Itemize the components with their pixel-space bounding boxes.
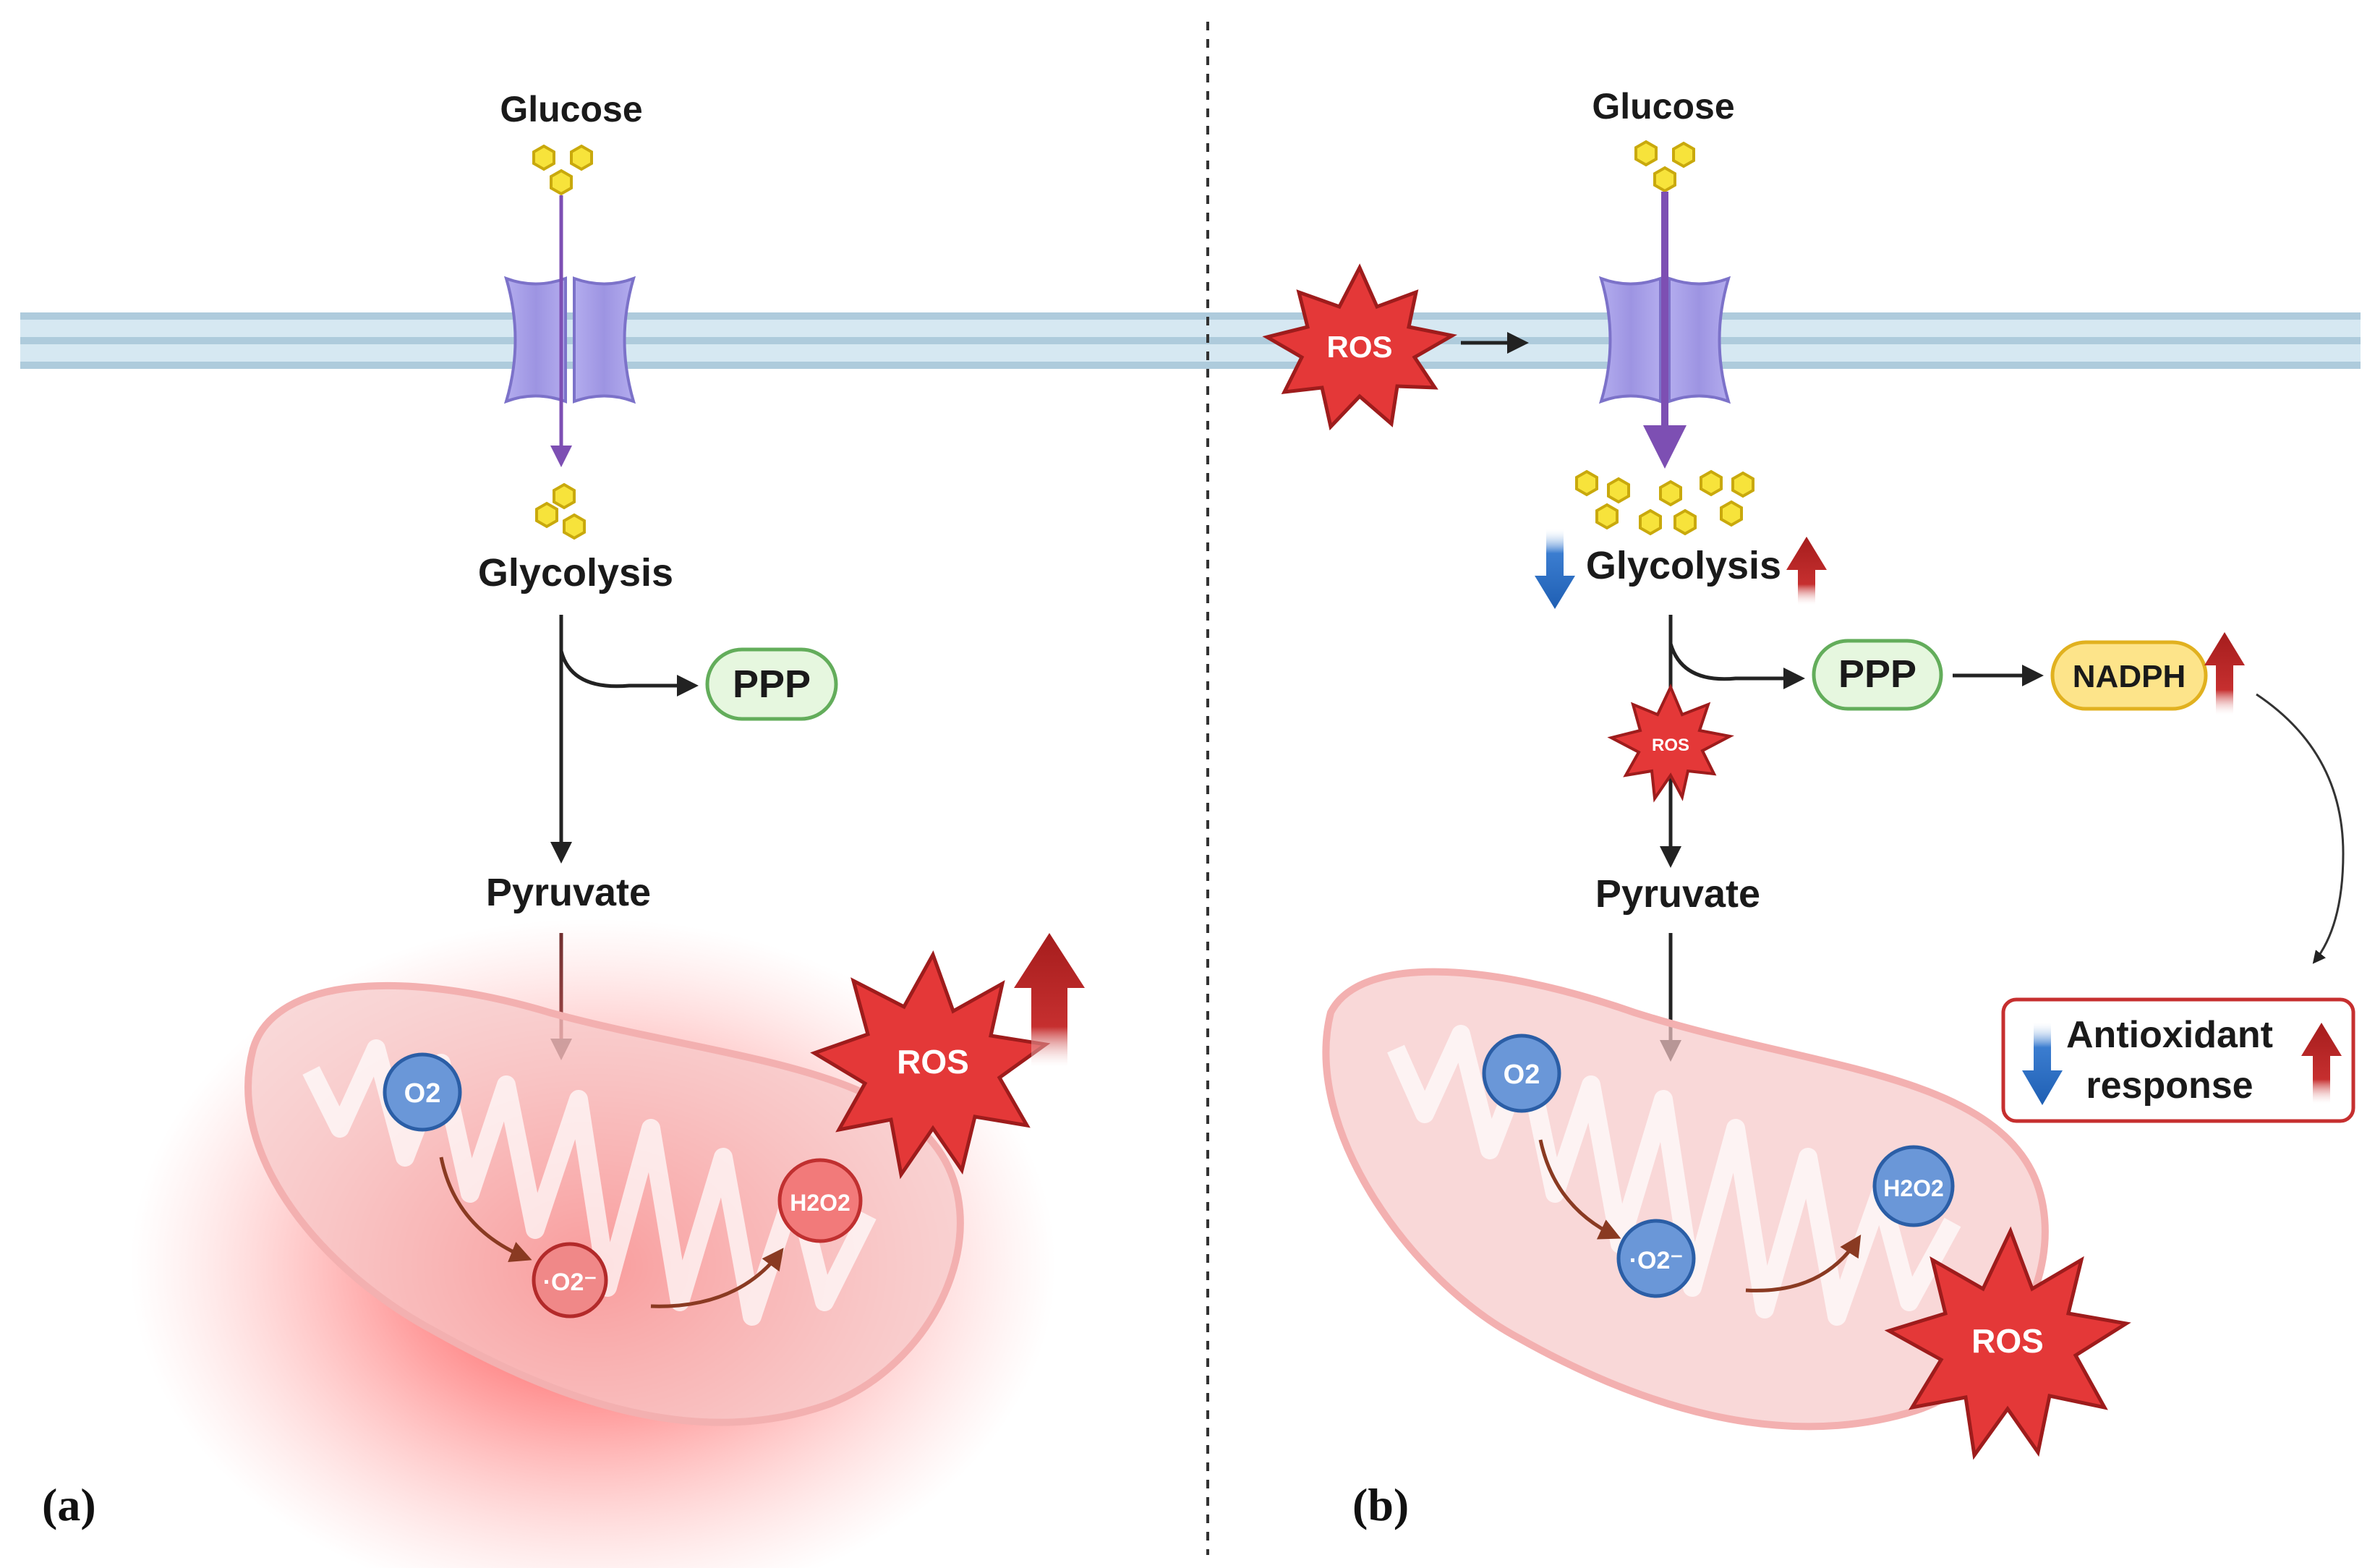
- antioxidant-label-line1-b: Antioxidant: [2066, 1014, 2273, 1056]
- nadph-label-b: NADPH: [2073, 659, 2186, 694]
- o2-label-a: O2: [404, 1078, 441, 1109]
- antioxidant-increase-arrow-b: [2301, 1023, 2342, 1104]
- superoxide-to-h2o2-arrow-a: [650, 1248, 784, 1308]
- h2o2-molecule-a: H2O2: [777, 1158, 863, 1243]
- ppp-box-b: PPP: [1812, 639, 1943, 711]
- glycolysis-decrease-arrow-b: [1535, 529, 1575, 609]
- h2o2-molecule-b: H2O2: [1872, 1145, 1955, 1227]
- superoxide-molecule-a: ·O2⁻: [532, 1242, 608, 1318]
- ros-burst-small-b: ROS: [1607, 683, 1734, 803]
- panel-label-a: (a): [42, 1479, 96, 1530]
- o2-label-b: O2: [1504, 1060, 1540, 1090]
- h2o2-label-a: H2O2: [790, 1190, 850, 1216]
- ros-increase-arrow-a: [1014, 933, 1085, 1067]
- glycolysis-increase-arrow-b: [1786, 537, 1827, 605]
- glucose-molecules-inside-b: [1575, 470, 1754, 535]
- glycolysis-label-b: Glycolysis: [1586, 544, 1781, 587]
- glycolysis-label-a: Glycolysis: [478, 551, 673, 595]
- antioxidant-label-line2-b: response: [2086, 1065, 2253, 1107]
- ros-burst-mito-b: ROS: [1884, 1226, 2131, 1460]
- o2-to-superoxide-arrow-b: [1538, 1139, 1621, 1240]
- h2o2-label-b: H2O2: [1883, 1175, 1944, 1201]
- superoxide-label-a: ·O2⁻: [543, 1269, 597, 1296]
- glucose-molecules-inside-a: [535, 483, 586, 540]
- o2-to-superoxide-arrow-a: [439, 1156, 532, 1263]
- glucose-molecules-a: [532, 145, 593, 195]
- ros-outside-label-b: ROS: [1326, 330, 1392, 364]
- glucose-transporter-a: [503, 276, 636, 404]
- panel-b: Glucose ROS: [1262, 86, 2355, 1530]
- antioxidant-decrease-arrow-b: [2022, 1023, 2063, 1105]
- pyruvate-label-b: Pyruvate: [1595, 872, 1760, 916]
- superoxide-label-b: ·O2⁻: [1629, 1247, 1684, 1274]
- nadph-box-b: NADPH: [2050, 640, 2208, 711]
- ppp-label-a: PPP: [733, 662, 811, 706]
- ros-label-a: ROS: [897, 1043, 969, 1081]
- o2-molecule-a: O2: [383, 1052, 462, 1132]
- nadph-increase-arrow-b: [2204, 632, 2245, 715]
- panel-a: Glucose Glycolysis PPP Pyruvate: [42, 89, 1085, 1568]
- panel-label-b: (b): [1352, 1479, 1409, 1530]
- glucose-label-a: Glucose: [500, 89, 642, 129]
- pyruvate-label-a: Pyruvate: [486, 871, 651, 914]
- superoxide-molecule-b: ·O2⁻: [1616, 1219, 1696, 1298]
- ppp-label-b: PPP: [1838, 652, 1916, 696]
- superoxide-to-h2o2-arrow-b: [1745, 1234, 1862, 1292]
- ppp-box-a: PPP: [705, 647, 838, 721]
- glucose-label-b: Glucose: [1592, 86, 1734, 127]
- nadph-to-antioxidant-arrow-b: [2256, 693, 2345, 964]
- o2-molecule-b: O2: [1482, 1034, 1561, 1113]
- branch-to-ppp-arrow-a: [559, 650, 699, 696]
- ros-burst-a: ROS: [810, 950, 1051, 1180]
- ros-mito-label-b: ROS: [1971, 1322, 2044, 1360]
- branch-to-ppp-arrow-b: [1668, 643, 1805, 689]
- cell-membrane: [20, 312, 2361, 369]
- glucose-molecules-b: [1634, 140, 1695, 192]
- glucose-transporter-b: [1598, 276, 1731, 404]
- ros-small-label-b: ROS: [1652, 736, 1689, 755]
- antioxidant-response-box-b: Antioxidant response: [2001, 997, 2355, 1123]
- ros-burst-outside-b: ROS: [1262, 263, 1457, 431]
